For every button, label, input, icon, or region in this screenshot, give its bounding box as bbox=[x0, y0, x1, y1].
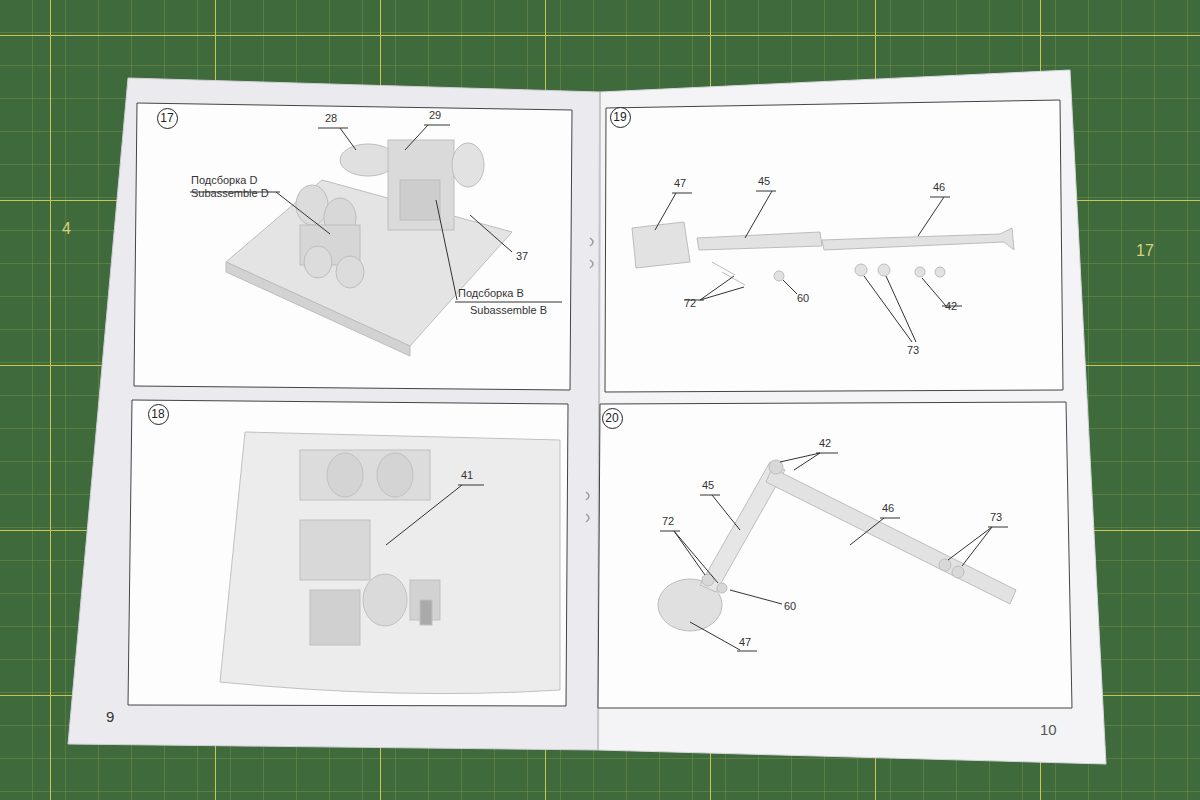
step-panels bbox=[128, 100, 1072, 708]
callout-number: 42 bbox=[945, 300, 957, 312]
callout-number: 28 bbox=[325, 112, 337, 124]
subassembly-label: Подсборка D bbox=[191, 174, 257, 186]
callout-number: 47 bbox=[739, 636, 751, 648]
leader-lines bbox=[655, 191, 962, 342]
step-number-circle: 20 bbox=[602, 408, 623, 429]
ruler-number: 17 bbox=[1136, 242, 1154, 260]
step-number: 17 bbox=[160, 112, 173, 124]
step-number-circle: 19 bbox=[610, 107, 631, 128]
callout-number: 29 bbox=[429, 109, 441, 121]
page-number: 10 bbox=[1040, 722, 1057, 739]
step-number: 18 bbox=[151, 408, 164, 420]
callout-number: 46 bbox=[933, 181, 945, 193]
callout-number: 45 bbox=[758, 175, 770, 187]
boom-parts bbox=[632, 222, 1014, 285]
callout-number: 42 bbox=[819, 437, 831, 449]
callout-number: 37 bbox=[516, 250, 528, 262]
callout-number: 72 bbox=[662, 515, 674, 527]
callout-number: 41 bbox=[461, 469, 473, 481]
staples bbox=[586, 238, 593, 522]
callout-number: 60 bbox=[784, 600, 796, 612]
right-page bbox=[598, 70, 1106, 764]
boom-assembly bbox=[658, 460, 1016, 631]
engine-illustration bbox=[226, 140, 512, 356]
leader-lines bbox=[386, 485, 484, 545]
callout-number: 45 bbox=[702, 479, 714, 491]
leader-lines bbox=[660, 453, 1008, 651]
callout-number: 47 bbox=[674, 177, 686, 189]
leader-lines bbox=[190, 125, 562, 302]
ruler-number: 4 bbox=[62, 220, 71, 238]
step-number-circle: 17 bbox=[157, 108, 178, 129]
callout-number: 46 bbox=[882, 502, 894, 514]
callout-number: 60 bbox=[797, 292, 809, 304]
page-number: 9 bbox=[106, 709, 114, 726]
callout-number: 72 bbox=[684, 297, 696, 309]
step-number: 20 bbox=[605, 412, 618, 424]
callout-number: 73 bbox=[990, 511, 1002, 523]
left-page bbox=[68, 78, 600, 750]
step-number: 19 bbox=[613, 111, 626, 123]
step-number-circle: 18 bbox=[148, 404, 169, 425]
subassembly-label: Subassemble D bbox=[191, 187, 269, 199]
top-view-illustration bbox=[220, 432, 560, 694]
callout-number: 73 bbox=[907, 344, 919, 356]
subassembly-label: Подсборка B bbox=[458, 287, 524, 299]
subassembly-label: Subassemble B bbox=[470, 304, 547, 316]
